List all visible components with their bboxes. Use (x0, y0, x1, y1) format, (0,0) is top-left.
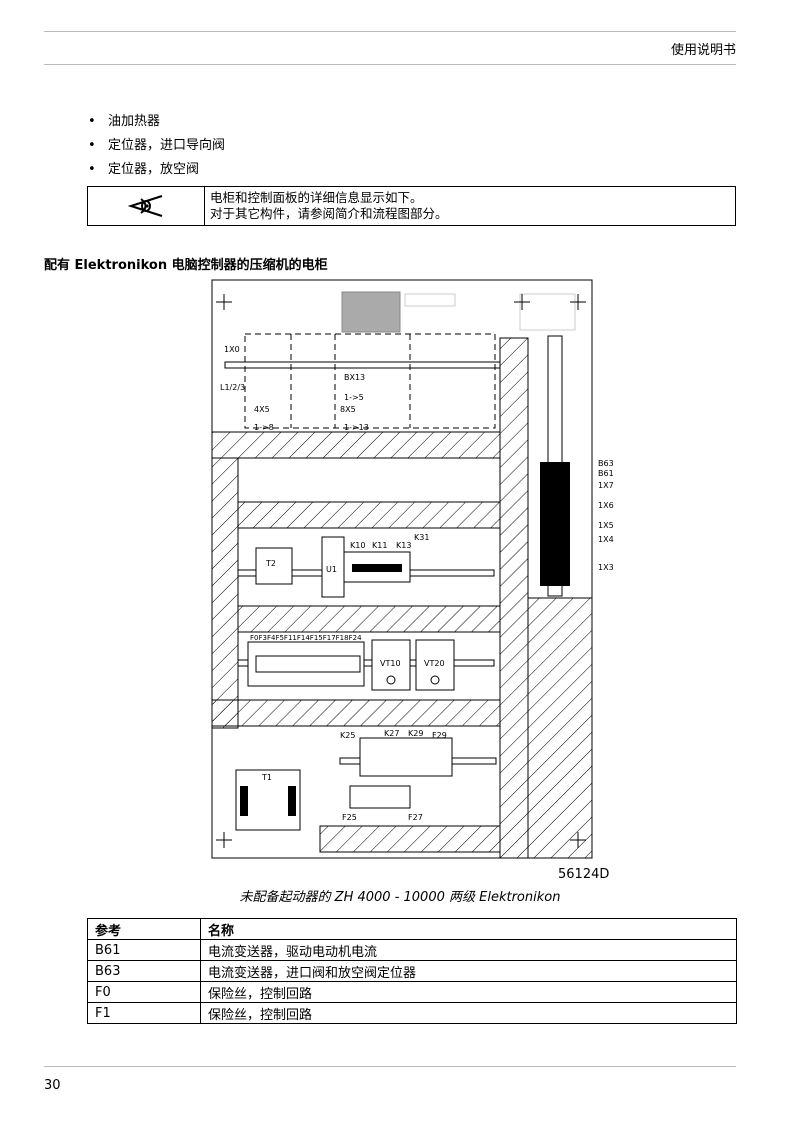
header-bottom-rule (44, 64, 736, 65)
label-k29: K29 (408, 729, 423, 738)
label-1x6: 1X6 (598, 501, 614, 510)
label-k11: K11 (372, 541, 387, 550)
list-item: 定位器，进口导向阀 (88, 134, 225, 158)
table-row: F1 保险丝，控制回路 (87, 1002, 737, 1024)
label-1x0: 1X0 (224, 345, 240, 354)
fuse-strip (247, 641, 365, 687)
table-cell: 电流变送器，进口阀和放空阀定位器 (200, 960, 737, 982)
label-k13: K13 (396, 541, 411, 550)
table-cell: B61 (87, 939, 201, 961)
label-fuses: F0F3F4F5F11F14F15F17F18F24 (250, 634, 362, 642)
table-cell: F1 (87, 1002, 201, 1024)
figure-caption: 未配备起动器的 ZH 4000 - 10000 两级 Elektronikon (239, 890, 561, 905)
label-1x5: 1X5 (598, 521, 614, 530)
module-vt10 (371, 639, 411, 691)
label-t2: T2 (265, 559, 276, 568)
bullet-list: 油加热器 定位器，进口导向阀 定位器，放空阀 (88, 110, 225, 182)
label-f29: F29 (432, 731, 447, 740)
table-header-row: 参考 名称 (87, 918, 737, 940)
note-icon-cell (88, 187, 205, 225)
table-cell: 电流变送器，驱动电动机电流 (200, 939, 737, 961)
note-line-2: 对于其它构件，请参阅简介和流程图部分。 (210, 206, 448, 221)
list-item: 定位器，放空阀 (88, 158, 225, 182)
label-bx13: BX13 (344, 373, 365, 382)
label-8x5: 8X5 (340, 405, 356, 414)
module-vt20 (415, 639, 455, 691)
label-l123: L1/2/3 (220, 383, 245, 392)
label-1x7: 1X7 (598, 481, 614, 490)
label-4x5: 4X5 (254, 405, 270, 414)
note-line-1: 电柜和控制面板的详细信息显示如下。 (210, 190, 423, 205)
note-box: 电柜和控制面板的详细信息显示如下。 对于其它构件，请参阅简介和流程图部分。 (87, 186, 736, 226)
cable-duct-2 (237, 501, 501, 529)
table-row: B63 电流变送器，进口阀和放空阀定位器 (87, 960, 737, 982)
label-k10: K10 (350, 541, 365, 550)
table-row: F0 保险丝，控制回路 (87, 981, 737, 1003)
label-1x3: 1X3 (598, 563, 614, 572)
label-k25: K25 (340, 731, 355, 740)
page-number: 30 (44, 1078, 61, 1093)
table-row: B61 电流变送器，驱动电动机电流 (87, 939, 737, 961)
right-terminal-block (540, 462, 570, 586)
label-u1: U1 (326, 565, 337, 574)
table-header: 名称 (200, 918, 737, 940)
table-cell: 保险丝，控制回路 (200, 981, 737, 1003)
label-f25: F25 (342, 813, 357, 822)
table-header: 参考 (87, 918, 201, 940)
header-title: 使用说明书 (670, 43, 736, 58)
table-cell: 保险丝，控制回路 (200, 1002, 737, 1024)
label-f27: F27 (408, 813, 423, 822)
cable-duct-bottom (319, 825, 501, 853)
drawing-id: 56124D (558, 867, 609, 882)
label-b61: B61 (598, 469, 614, 478)
relays-k25-k29 (359, 737, 453, 777)
top-plate (341, 291, 401, 333)
label-k27: K27 (384, 729, 399, 738)
footer-rule (44, 1066, 736, 1067)
label-b63: B63 (598, 459, 614, 468)
table-cell: B63 (87, 960, 201, 982)
table-cell: F0 (87, 981, 201, 1003)
transformer-t2 (255, 547, 293, 585)
cable-duct-4 (211, 699, 501, 727)
label-vt10: VT10 (380, 659, 401, 668)
note-text: 电柜和控制面板的详细信息显示如下。 对于其它构件，请参阅简介和流程图部分。 (210, 190, 448, 222)
section-title: 配有 Elektronikon 电脑控制器的压缩机的电柜 (44, 258, 328, 273)
label-8x5-range: 1->13 (344, 423, 369, 432)
cable-duct-vertical (499, 337, 529, 859)
cable-duct-3 (237, 605, 501, 633)
eye-icon (128, 195, 163, 217)
list-item: 油加热器 (88, 110, 225, 134)
label-k31: K31 (414, 533, 429, 542)
label-4x5-range: 1->8 (254, 423, 274, 432)
label-bx13-range: 1->5 (344, 393, 364, 402)
cable-duct-top (211, 431, 501, 459)
fuses-f25-f27 (349, 785, 411, 809)
reference-table: 参考 名称 B61 电流变送器，驱动电动机电流 B63 电流变送器，进口阀和放空… (87, 918, 737, 1024)
label-t1: T1 (261, 773, 272, 782)
label-vt20: VT20 (424, 659, 445, 668)
cabinet-drawing: 1X0 L1/2/3 BX13 1->5 4X5 1->8 8X5 1->13 … (211, 279, 614, 882)
label-1x4: 1X4 (598, 535, 614, 544)
header-top-rule (44, 31, 736, 32)
